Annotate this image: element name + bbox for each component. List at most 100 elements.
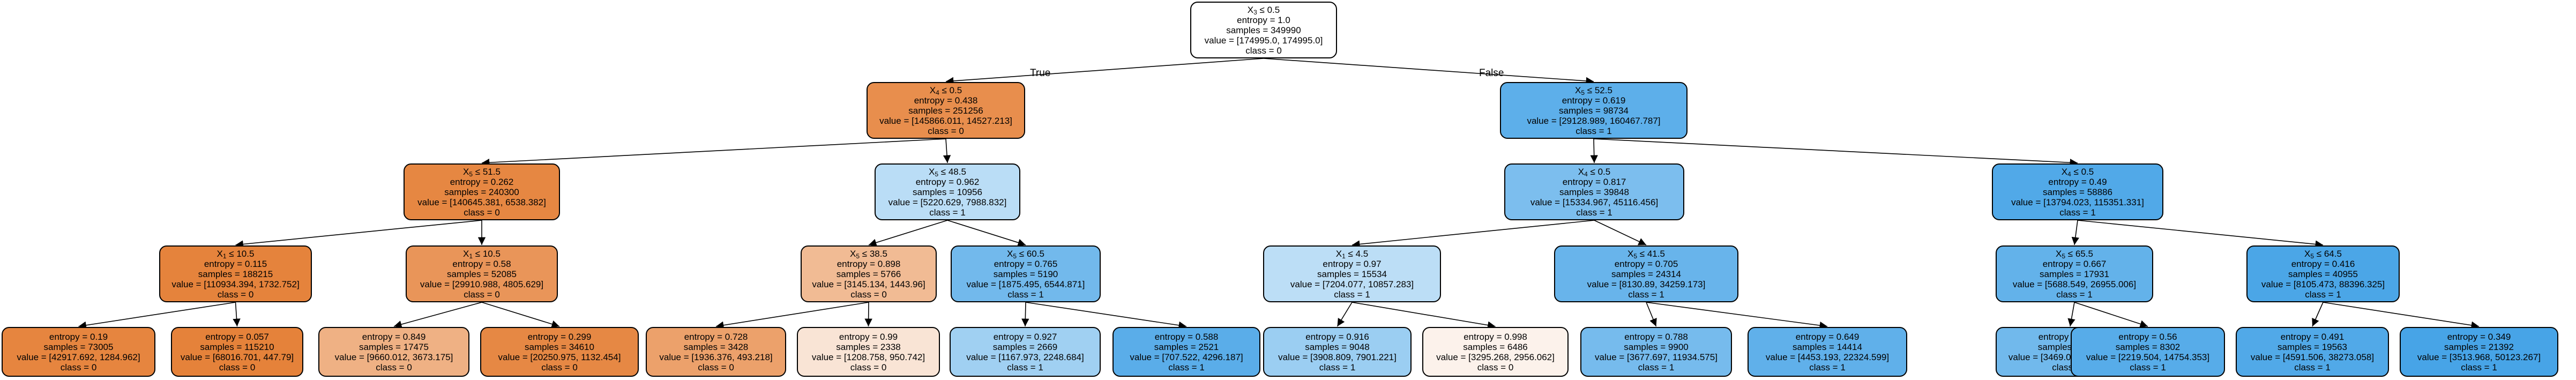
- node-samples: samples = 349990: [1226, 25, 1301, 35]
- split-variable-index: 5: [2310, 252, 2314, 260]
- split-variable-index: 5: [469, 170, 473, 178]
- node-samples: samples = 52085: [447, 269, 517, 279]
- node-entropy: entropy = 0.56: [2118, 331, 2177, 342]
- node-entropy: entropy = 0.962: [915, 176, 980, 187]
- tree-edge: [2077, 220, 2324, 248]
- split-threshold: ≤ 10.5: [473, 248, 501, 259]
- split-variable: X: [1335, 248, 1342, 259]
- node-split-rule: X5 ≤ 48.5: [929, 167, 966, 177]
- node-class: class = 1: [1628, 289, 1664, 300]
- split-variable-index: 5: [1013, 252, 1017, 260]
- node-entropy: entropy = 0.817: [1562, 176, 1626, 187]
- split-variable: X: [1578, 166, 1585, 177]
- node-entropy: entropy = 0.728: [684, 331, 748, 342]
- split-variable-index: 4: [2067, 170, 2071, 178]
- node-value: value = [13794.023, 115351.331]: [2011, 197, 2144, 207]
- node-samples: samples = 19563: [2278, 341, 2347, 352]
- split-variable: X: [1575, 85, 1581, 95]
- split-variable: X: [929, 166, 935, 177]
- node-split-rule: X1 ≤ 10.5: [217, 249, 255, 259]
- node-value: value = [110934.394, 1732.752]: [171, 279, 300, 289]
- node-samples: samples = 40955: [2288, 269, 2358, 279]
- split-variable-index: 3: [1253, 8, 1257, 16]
- split-variable-index: 5: [935, 170, 939, 178]
- node-value: value = [1875.495, 6544.871]: [966, 279, 1085, 289]
- node-entropy: entropy = 0.057: [205, 331, 269, 342]
- tree-edge: [943, 138, 951, 163]
- split-threshold: ≤ 52.5: [1585, 85, 1612, 95]
- node-entropy: entropy = 0.649: [1795, 331, 1860, 342]
- node-entropy: entropy = 0.491: [2280, 331, 2344, 342]
- node-entropy: entropy = 0.19: [49, 331, 108, 342]
- node-class: class = 1: [1638, 362, 1675, 372]
- tree-edge: [1025, 302, 1187, 329]
- tree-edge: [1352, 302, 1496, 329]
- split-threshold: ≤ 48.5: [938, 166, 966, 177]
- tree-edge: [1021, 302, 1029, 327]
- tree-edge: [481, 302, 560, 328]
- node-value: value = [5220.629, 7988.832]: [888, 197, 1007, 207]
- node-class: class = 0: [464, 207, 500, 218]
- node-class: class = 1: [929, 207, 966, 218]
- node-entropy: entropy = 0.58: [452, 258, 511, 269]
- node-value: value = [42917.692, 1284.962]: [17, 352, 140, 362]
- node-value: value = [174995.0, 174995.0]: [1204, 35, 1323, 46]
- node-samples: samples = 3428: [683, 341, 749, 352]
- split-threshold: ≤ 65.5: [2065, 248, 2093, 259]
- tree-edge: [2312, 302, 2324, 327]
- node-class: class = 1: [1809, 362, 1846, 372]
- node-samples: samples = 24314: [1611, 269, 1681, 279]
- node-class: class = 1: [2059, 207, 2096, 218]
- node-split-rule: X1 ≤ 4.5: [1336, 249, 1368, 259]
- split-variable-index: 1: [222, 252, 227, 260]
- tree-edge: [1646, 302, 1657, 327]
- split-variable-index: 4: [1584, 170, 1588, 178]
- node-class: class = 1: [2130, 362, 2166, 372]
- split-variable: X: [850, 248, 856, 259]
- node-class: class = 0: [850, 289, 887, 300]
- tree-edge: [393, 302, 482, 329]
- node-value: value = [145866.011, 14527.213]: [879, 115, 1012, 126]
- node-value: value = [2219.504, 14754.353]: [2086, 352, 2210, 362]
- split-threshold: ≤ 10.5: [226, 248, 255, 259]
- node-value: value = [4591.506, 38273.058]: [2250, 352, 2375, 362]
- node-split-rule: X1 ≤ 10.5: [463, 249, 501, 259]
- node-entropy: entropy = 0.898: [837, 258, 901, 269]
- node-class: class = 1: [1319, 362, 1356, 372]
- tree-edge: [2323, 302, 2480, 329]
- node-value: value = [9660.012, 3673.175]: [334, 352, 453, 362]
- node-entropy: entropy = 0.262: [450, 176, 514, 187]
- node-split-rule: X5 ≤ 52.5: [1575, 85, 1612, 96]
- node-class: class = 1: [1334, 289, 1370, 300]
- node-samples: samples = 34610: [525, 341, 594, 352]
- split-variable-index: 5: [2062, 252, 2066, 260]
- node-samples: samples = 10956: [913, 187, 982, 197]
- tree-edge: [78, 302, 236, 329]
- tree-edge: [1646, 302, 1828, 330]
- node-samples: samples = 39848: [1559, 187, 1629, 197]
- node-value: value = [29910.988, 4805.629]: [420, 279, 544, 289]
- split-variable: X: [2056, 248, 2062, 259]
- split-variable-index: 5: [1633, 252, 1638, 260]
- node-class: class = 0: [541, 362, 578, 372]
- node-value: value = [4453.193, 22324.599]: [1765, 352, 1890, 362]
- node-value: value = [29128.989, 160467.787]: [1527, 115, 1661, 126]
- tree-edge: [868, 220, 948, 247]
- node-split-rule: X5 ≤ 64.5: [2304, 249, 2342, 259]
- node-split-rule: X5 ≤ 41.5: [1627, 249, 1665, 259]
- tree-edge: [235, 220, 482, 248]
- node-class: class = 0: [219, 362, 256, 372]
- node-split-rule: X4 ≤ 0.5: [930, 85, 962, 96]
- node-samples: samples = 2521: [1154, 341, 1219, 352]
- split-variable: X: [1007, 248, 1013, 259]
